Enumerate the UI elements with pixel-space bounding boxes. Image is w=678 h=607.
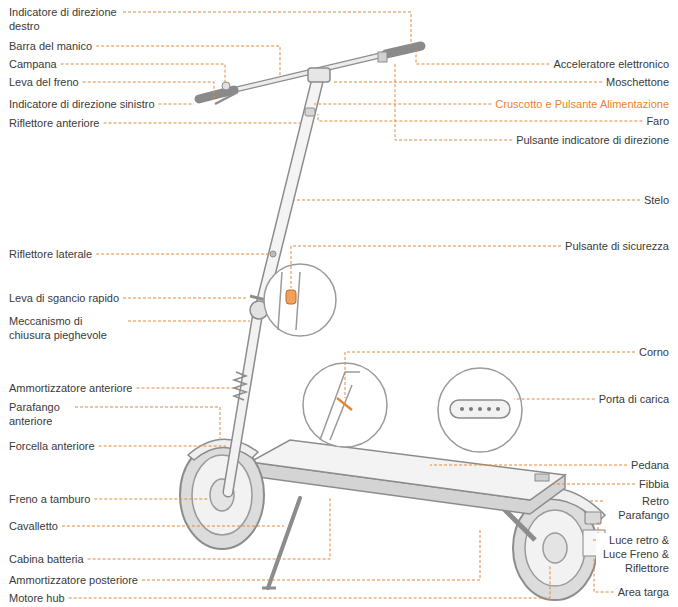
leader-line [416, 50, 549, 64]
fork [228, 312, 258, 492]
part-label: Area targa [617, 585, 670, 599]
leader-line [142, 528, 480, 580]
part-label: Leva di sgancio rapido [8, 291, 120, 305]
part-label: Ammortizzatore anteriore [8, 381, 134, 395]
hub-motor [543, 533, 567, 563]
leader-line [318, 114, 642, 121]
leader-line [430, 465, 627, 466]
part-label: Moschettone [605, 75, 670, 89]
inset-safety-button [264, 264, 336, 336]
bell [222, 82, 230, 90]
part-label: Pulsante indicatore di direzione [515, 133, 670, 147]
side-reflector [270, 251, 276, 257]
leader-line [159, 104, 194, 105]
fork-outline [228, 312, 258, 492]
throttle [378, 52, 387, 62]
leader-line [550, 484, 635, 485]
deck-top [250, 440, 565, 500]
inset-horn-drawing [320, 372, 360, 440]
leader-line [514, 399, 595, 400]
leader-line [332, 82, 602, 83]
leader-line [83, 82, 214, 98]
inset-horn [303, 363, 387, 447]
charging-port [450, 400, 510, 418]
part-label: Acceleratore elettronico [552, 57, 670, 71]
charging-pins [460, 407, 500, 411]
handlebar-core [200, 46, 420, 98]
leader-line [88, 498, 330, 559]
front-fender [188, 439, 258, 460]
part-label: Riflettore laterale [8, 247, 93, 261]
leader-line [69, 565, 550, 598]
part-label: Cavalletto [8, 519, 59, 533]
part-label: Barra del manico [8, 39, 93, 53]
leader-line [128, 321, 250, 322]
buckle [535, 474, 549, 481]
rear-light [585, 512, 601, 524]
front-rim [192, 455, 252, 535]
part-label: Meccanismo di chiusura pieghevole [8, 314, 125, 342]
part-label: Porta di carica [598, 392, 670, 406]
front-shock-spring [234, 372, 246, 400]
safety-button [286, 290, 296, 304]
pin [478, 407, 482, 411]
part-label: Riflettore anteriore [8, 116, 101, 130]
leader-line [75, 407, 220, 438]
part-label: Indicatore di direzione sinistro [8, 97, 156, 111]
part-label: Stelo [643, 193, 670, 207]
kickstand-foot [262, 587, 276, 590]
leader-line [99, 446, 226, 447]
part-label: Pulsante di sicurezza [564, 239, 670, 253]
part-label: Cruscotto e Pulsante Alimentazione [494, 97, 670, 111]
kickstand [268, 498, 300, 588]
part-label: Pedana [630, 458, 670, 472]
leader-line [96, 254, 268, 255]
rear-rim [525, 510, 585, 586]
leader-line [61, 64, 225, 82]
dashboard [308, 68, 330, 82]
handlebar [200, 46, 420, 98]
part-label: Motore hub [8, 591, 66, 605]
part-label: Freno a tamburo [8, 492, 91, 506]
leader-line [96, 46, 280, 76]
pin [487, 407, 491, 411]
part-label: Parafango anteriore [8, 400, 72, 428]
leader-line [291, 246, 561, 288]
part-label: Campana [8, 57, 58, 71]
part-label: Corno [638, 345, 670, 359]
part-label: Indicatore di direzione destro [8, 5, 120, 33]
pin [460, 407, 464, 411]
headlight [305, 108, 315, 116]
part-label: Fibbia [638, 477, 670, 491]
leader-line [123, 298, 248, 299]
leader-line [104, 123, 301, 124]
leader-line [345, 352, 635, 398]
leader-line [123, 12, 411, 45]
horn [337, 398, 352, 410]
leader-line [294, 200, 640, 201]
leader-line [314, 104, 491, 105]
inset-charging-port [438, 368, 522, 452]
part-label: Forcella anteriore [8, 439, 96, 453]
leader-line [94, 499, 208, 500]
pin [496, 407, 500, 411]
pin [469, 407, 473, 411]
leader-line [62, 526, 284, 527]
part-label: Faro [645, 114, 670, 128]
inset-stem-drawing [278, 272, 300, 330]
brake-lever [215, 92, 238, 104]
leader-line [590, 501, 603, 502]
part-label: Leva del freno [8, 75, 80, 89]
part-label: Cabina batteria [8, 552, 85, 566]
part-label: Luce retro & Luce Freno & Riflettore [596, 533, 670, 575]
part-label: Retro Parafango [606, 494, 670, 522]
part-label: Ammortizzatore posteriore [8, 573, 139, 587]
leader-line [137, 388, 235, 389]
